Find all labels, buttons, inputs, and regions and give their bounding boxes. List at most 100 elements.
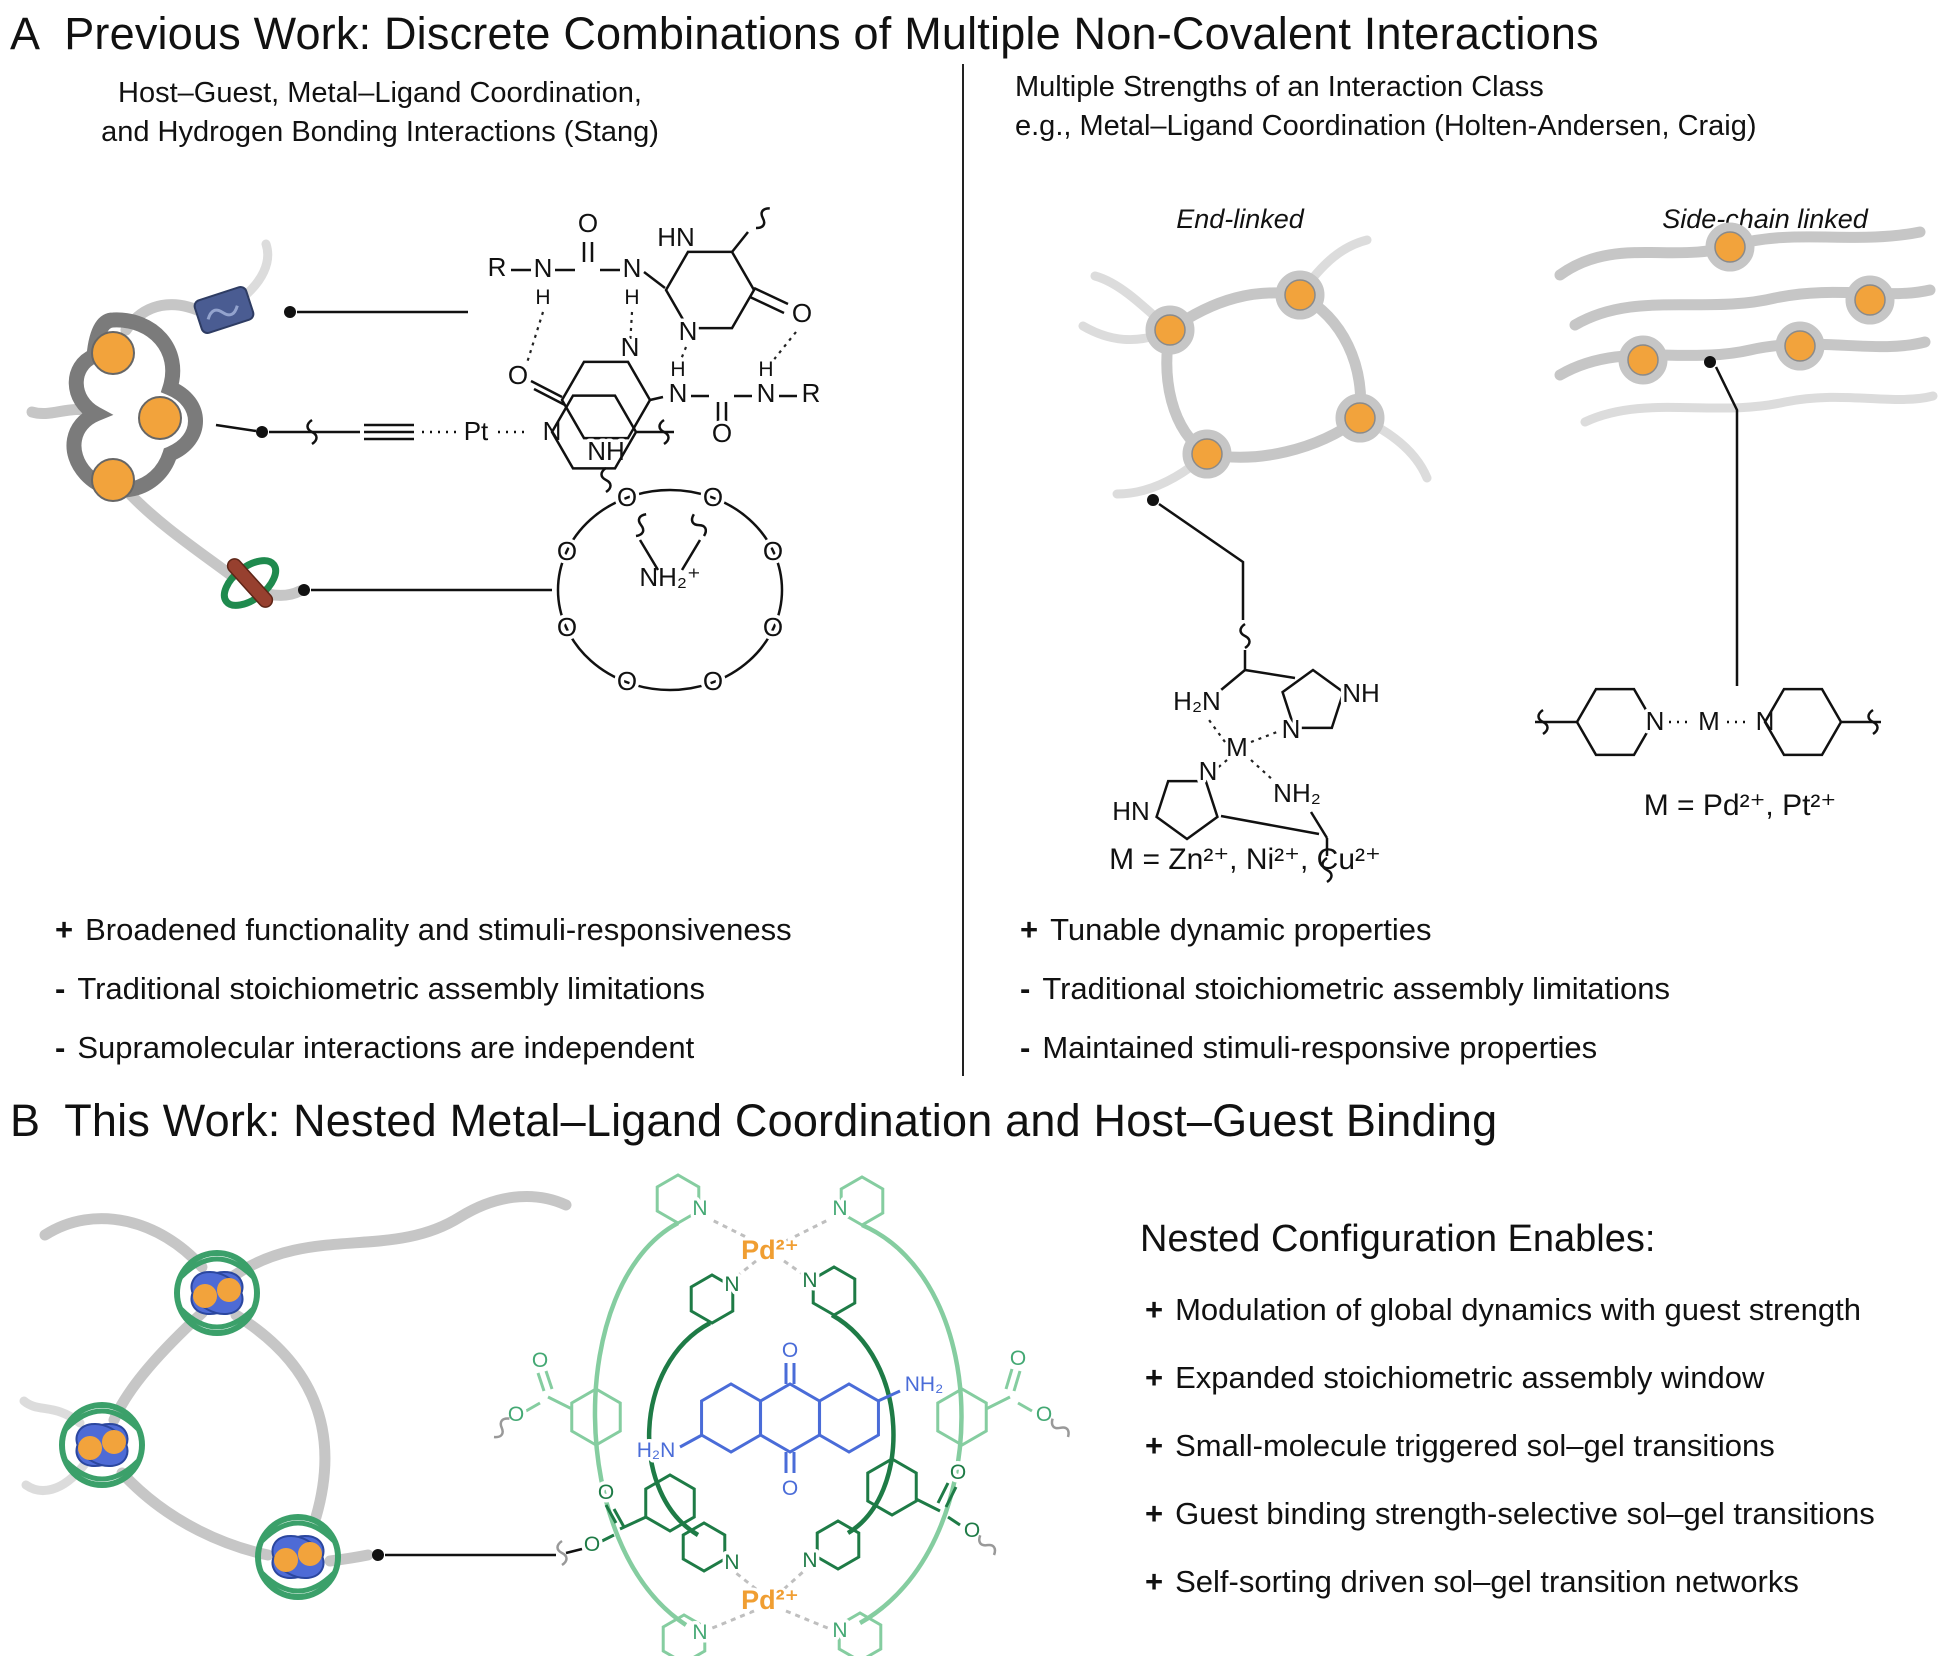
atom-label-o: O bbox=[617, 482, 637, 512]
alkyne-triple-bond bbox=[364, 423, 414, 441]
atom-label-o: O bbox=[950, 1461, 966, 1484]
metal-crosslink-node bbox=[1150, 310, 1190, 350]
h-bond-dash bbox=[628, 311, 634, 347]
callout-dot bbox=[284, 306, 296, 318]
side-chain-linked-label: Side-chain linked bbox=[1662, 204, 1868, 234]
callout-dot bbox=[1147, 494, 1159, 506]
atom-label-o: O bbox=[782, 1477, 798, 1500]
bullet-text: Traditional stoichiometric assembly limi… bbox=[77, 971, 706, 1006]
atom-label-o: O bbox=[763, 612, 783, 642]
pyridine-metal-structure: N M N bbox=[1535, 689, 1881, 755]
atom-label-nh2: NH₂ bbox=[905, 1373, 943, 1396]
h-bond-dash bbox=[678, 346, 688, 363]
panel-a-left-graphic: R N H O N H HN N O O N bbox=[26, 150, 824, 700]
panel-b-bullets: +Modulation of global dynamics with gues… bbox=[1145, 1292, 1875, 1632]
bullet-sign: + bbox=[1145, 1360, 1164, 1395]
guest-ring bbox=[761, 1384, 820, 1452]
panel-b-graphic: O O O O O O O bbox=[19, 1165, 1073, 1656]
panel-divider bbox=[962, 64, 964, 1076]
atom-label-n: N bbox=[724, 1273, 739, 1296]
atom-label-n: N bbox=[679, 316, 698, 346]
bullet-text: Tunable dynamic properties bbox=[1050, 912, 1432, 947]
coordination-dash bbox=[1250, 730, 1278, 744]
callout-line bbox=[1158, 502, 1245, 620]
metal-node bbox=[91, 458, 135, 502]
pyridine-ring bbox=[1577, 689, 1653, 755]
bullet-item: +Modulation of global dynamics with gues… bbox=[1145, 1292, 1875, 1328]
callout-dot bbox=[372, 1549, 384, 1561]
stang-network-schematic bbox=[26, 239, 552, 609]
bullet-sign: - bbox=[1020, 1030, 1031, 1065]
bullet-text: Supramolecular interactions are independ… bbox=[77, 1030, 695, 1065]
atom-label-nh2: NH₂ bbox=[1273, 778, 1321, 808]
atom-label-o: O bbox=[532, 1349, 548, 1372]
polymer-attachment-squiggle bbox=[1239, 622, 1251, 650]
panel-a-left-subtitle: Host–Guest, Metal–Ligand Coordination, a… bbox=[40, 74, 720, 152]
atom-label-o: O bbox=[792, 298, 812, 328]
carboxylate-group bbox=[915, 1482, 961, 1527]
pd-label: Pd²⁺ bbox=[741, 1235, 799, 1265]
metal-crosslink-node bbox=[1623, 340, 1663, 380]
bullet-item: -Supramolecular interactions are indepen… bbox=[55, 1030, 792, 1066]
atom-label-o: O bbox=[557, 612, 577, 642]
polymer-attachment-squiggle bbox=[556, 1539, 568, 1567]
atom-label-h2n: H₂N bbox=[637, 1439, 675, 1462]
atom-label-n: N bbox=[692, 1197, 707, 1220]
atom-label-hn: HN bbox=[657, 222, 695, 252]
metal-crosslink-node bbox=[1340, 398, 1380, 438]
panel-a-right-bullets: +Tunable dynamic properties -Traditional… bbox=[1020, 912, 1670, 1089]
atom-label-pt: Pt bbox=[464, 416, 489, 446]
nested-network-schematic bbox=[19, 1191, 572, 1597]
callout-line bbox=[1714, 366, 1739, 686]
atom-label-o: O bbox=[1010, 1347, 1026, 1370]
polymer-attachment-squiggle bbox=[1047, 1414, 1073, 1442]
cage-pyridine-ring bbox=[813, 1267, 855, 1315]
atom-label-n: N bbox=[1199, 756, 1218, 786]
atom-label-n: N bbox=[1282, 714, 1301, 744]
pyrimidinone-ring bbox=[562, 362, 650, 438]
bullet-item: +Small-molecule triggered sol–gel transi… bbox=[1145, 1428, 1875, 1464]
bullet-item: +Guest binding strength-selective sol–ge… bbox=[1145, 1496, 1875, 1532]
subtitle-line-2: and Hydrogen Bonding Interactions (Stang… bbox=[101, 116, 659, 148]
carboxylate-group bbox=[985, 1368, 1033, 1413]
atom-label-o: O bbox=[703, 482, 723, 512]
atom-label-m: M bbox=[1698, 706, 1720, 736]
coordination-dash bbox=[1208, 719, 1226, 743]
atom-label-hn: HN bbox=[1112, 796, 1150, 826]
atom-label-n: N bbox=[623, 253, 642, 283]
cage-pyridine-ring bbox=[683, 1523, 725, 1571]
atom-label-o: O bbox=[557, 536, 577, 566]
atom-label-h: H bbox=[624, 286, 639, 309]
atom-label-n: N bbox=[692, 1621, 707, 1644]
metal-crosslink-node bbox=[1850, 280, 1890, 320]
bullet-item: +Tunable dynamic properties bbox=[1020, 912, 1670, 948]
metal-crosslink-node bbox=[1710, 227, 1750, 267]
metal-crosslink-node bbox=[1187, 434, 1227, 474]
metal-node bbox=[91, 331, 135, 375]
bullet-text: Broadened functionality and stimuli-resp… bbox=[85, 912, 792, 947]
atom-label-o: O bbox=[617, 666, 637, 696]
subtitle-line-1: Multiple Strengths of an Interaction Cla… bbox=[1015, 71, 1544, 103]
atom-label-n: N bbox=[534, 253, 553, 283]
atom-label-h: H bbox=[670, 358, 685, 381]
carboxylate-group bbox=[601, 1504, 647, 1543]
atom-label-h: H bbox=[535, 286, 550, 309]
atom-label-o: O bbox=[712, 418, 732, 448]
bullet-item: -Traditional stoichiometric assembly lim… bbox=[55, 971, 792, 1007]
atom-label-o: O bbox=[964, 1519, 980, 1542]
callout-line bbox=[215, 423, 257, 433]
bullet-sign: - bbox=[55, 971, 66, 1006]
carboxylate-group bbox=[525, 1370, 573, 1413]
polymer-attachment-squiggle bbox=[975, 1531, 999, 1559]
bullet-text: Expanded stoichiometric assembly window bbox=[1175, 1360, 1765, 1395]
panel-b-heading: Nested Configuration Enables: bbox=[1140, 1218, 1656, 1260]
bullet-item: -Maintained stimuli-responsive propertie… bbox=[1020, 1030, 1670, 1066]
coordination-dash bbox=[1250, 759, 1276, 783]
guest-ring bbox=[702, 1384, 761, 1452]
atom-label-ammonium: NH₂⁺ bbox=[639, 562, 700, 592]
subtitle-line-1: Host–Guest, Metal–Ligand Coordination, bbox=[118, 77, 642, 109]
atom-label-n: N bbox=[802, 1549, 817, 1572]
bullet-text: Traditional stoichiometric assembly limi… bbox=[1042, 971, 1671, 1006]
panel-a-title-text: Previous Work: Discrete Combinations of … bbox=[64, 8, 1599, 59]
